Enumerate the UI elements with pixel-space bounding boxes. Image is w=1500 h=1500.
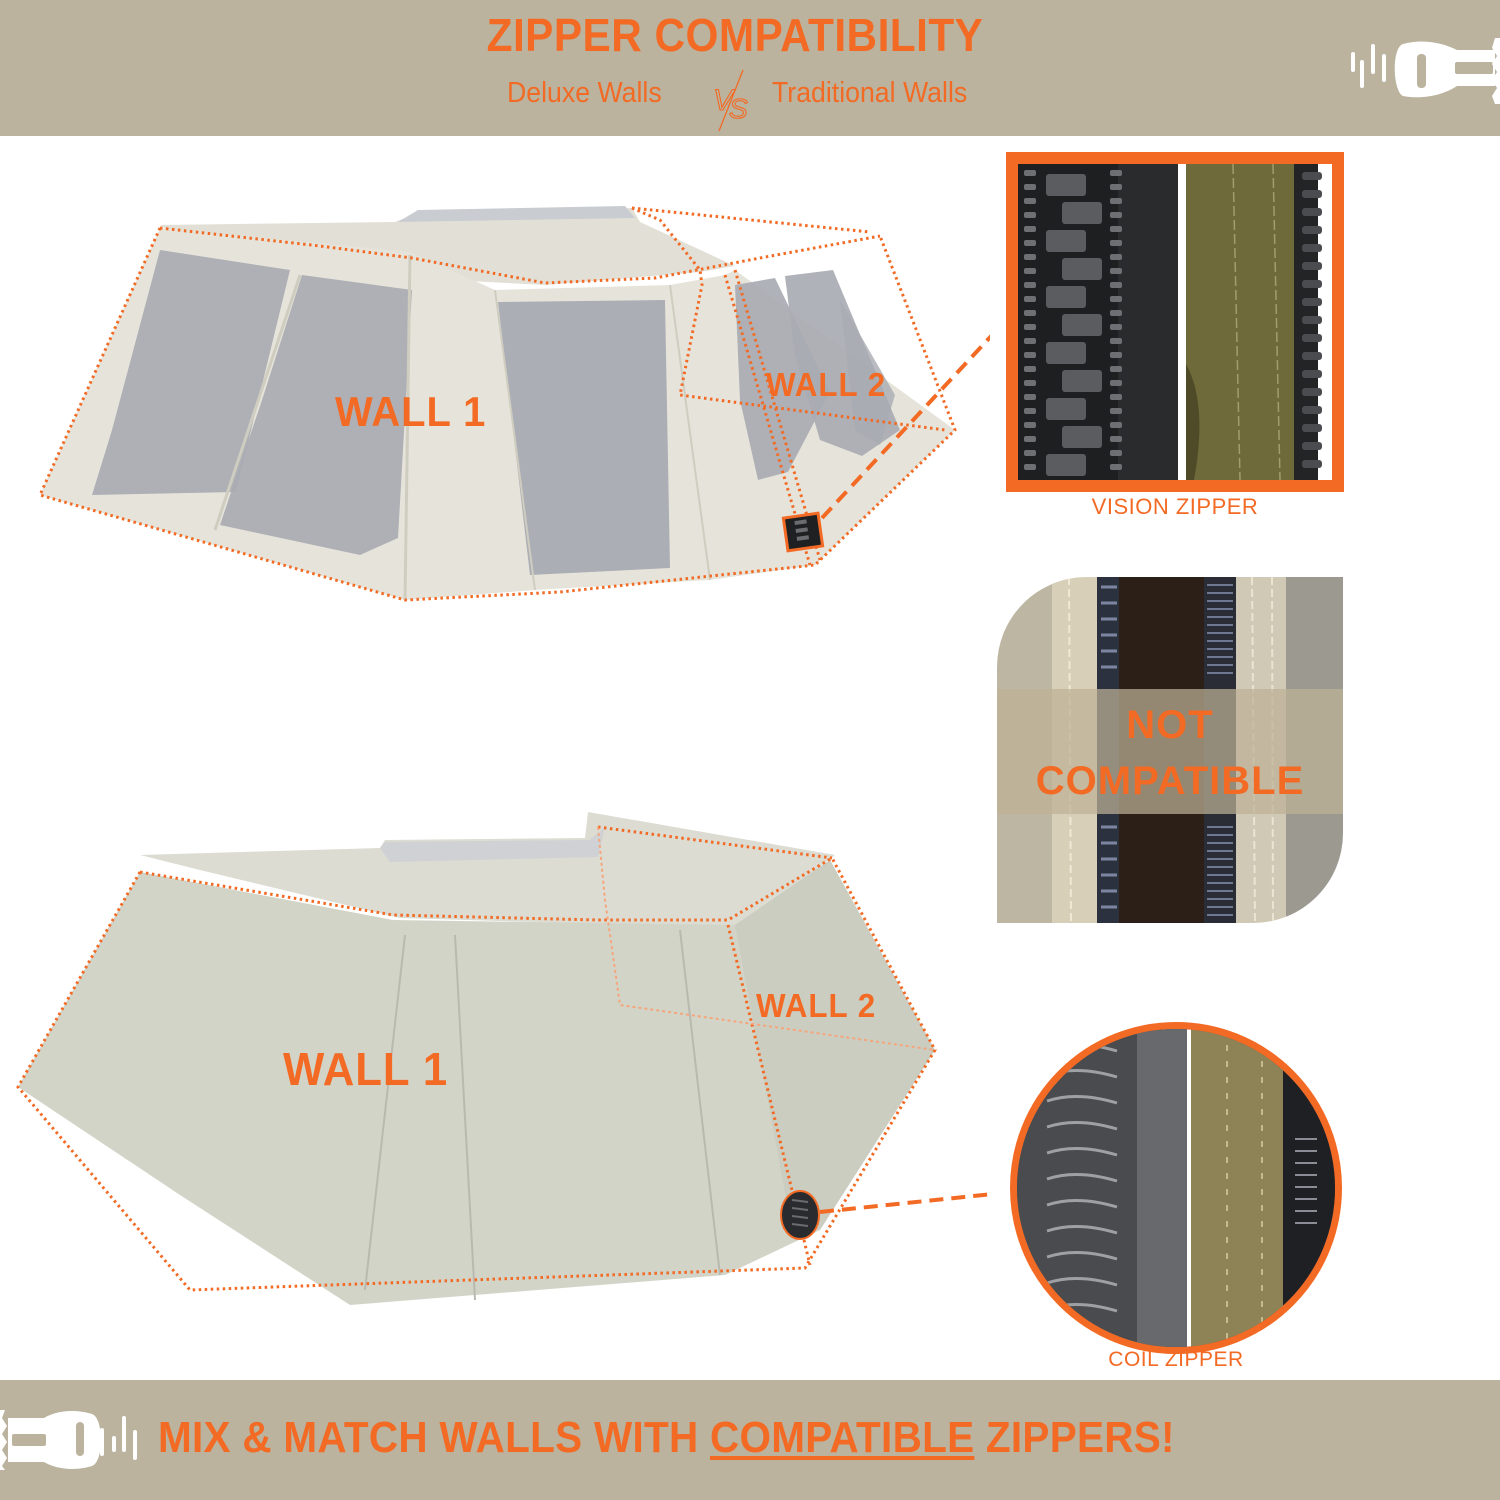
bottom-wall2-label: WALL 2 [756, 987, 877, 1024]
header-banner: ZIPPER COMPATIBILITY Deluxe Walls V S Tr… [0, 0, 1500, 136]
bottom-wall1-label: WALL 1 [283, 1043, 449, 1095]
svg-text:S: S [729, 93, 748, 124]
svg-text:V: V [713, 84, 736, 117]
vision-zipper-caption: VISION ZIPPER [1091, 494, 1259, 519]
traditional-tent-illustration [16, 812, 990, 1305]
vision-zipper-thumbnail [781, 511, 825, 553]
compatible-label: COMPATIBLE [1035, 759, 1305, 803]
coil-zipper-photo [1017, 1029, 1335, 1347]
coil-zipper-caption: COIL ZIPPER [1108, 1348, 1244, 1371]
top-wall2-label: WALL 2 [766, 366, 887, 403]
page-title: ZIPPER COMPATIBILITY [486, 9, 984, 61]
vision-zipper-photo [1018, 164, 1332, 480]
traditional-walls-label: Traditional Walls [772, 77, 968, 109]
vs-icon: V S [712, 69, 749, 132]
coil-zipper-detail [1010, 1022, 1342, 1354]
zipper-icon [0, 1410, 137, 1470]
vision-zipper-detail [1006, 152, 1344, 492]
not-compatible-comparison: NOT COMPATIBLE [997, 577, 1343, 923]
not-label: NOT [1126, 703, 1214, 747]
top-wall1-label: WALL 1 [335, 388, 487, 435]
footer-banner [0, 1380, 1500, 1500]
not-compatible-overlay [997, 689, 1343, 814]
zipper-icon [1351, 38, 1500, 104]
tagline-compatible-underlined: COMPATIBLE [710, 1413, 975, 1462]
tagline-part1: MIX & MATCH WALLS WITH [158, 1413, 710, 1462]
deluxe-tent-illustration [37, 206, 990, 602]
footer-tagline: MIX & MATCH WALLS WITH COMPATIBLE ZIPPER… [158, 1413, 1175, 1463]
tagline-part2: ZIPPERS! [974, 1413, 1175, 1462]
deluxe-walls-label: Deluxe Walls [507, 77, 662, 109]
